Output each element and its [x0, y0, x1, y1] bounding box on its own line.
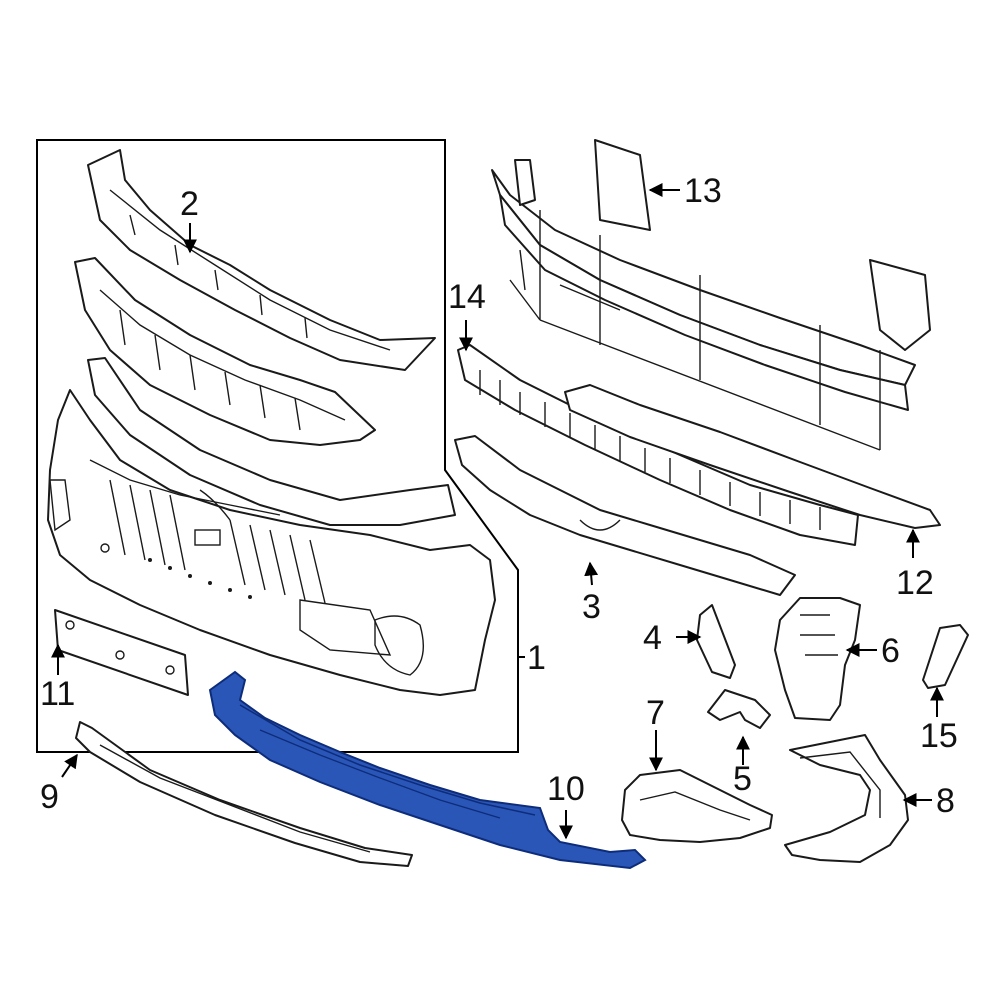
- callout-8: 8: [936, 782, 955, 820]
- callout-9: 9: [40, 778, 59, 816]
- callout-12: 12: [896, 564, 934, 602]
- grille-carrier: [74, 257, 376, 446]
- callout-5: 5: [733, 760, 752, 798]
- part-6-duct: [774, 597, 861, 721]
- part-14-absorber: [457, 344, 859, 546]
- upper-trim-strip: [87, 357, 456, 526]
- callout-3: 3: [582, 588, 601, 626]
- callout-1: 1: [527, 639, 546, 677]
- part-15-seal: [922, 624, 969, 689]
- callout-labels: 1 2 3 4 5 6 7 8 9 10 11 12 13 14 15: [40, 172, 958, 820]
- part-1-bumper-cover: [47, 389, 496, 696]
- callout-15: 15: [920, 717, 958, 755]
- part-7-duct-left: [621, 769, 773, 843]
- callout-6: 6: [881, 632, 900, 670]
- part-3-grille: [454, 435, 796, 596]
- callout-leaders: [51, 183, 944, 840]
- part-4-bracket: [696, 604, 736, 679]
- part-13-reinforcement: [491, 139, 931, 451]
- part-12-lower-strip: [564, 384, 941, 529]
- callout-11: 11: [40, 675, 75, 713]
- callout-7: 7: [646, 694, 665, 732]
- callout-2: 2: [180, 185, 199, 223]
- part-10-lower-deflector: [208, 670, 647, 870]
- part-2-upper-bracket: [87, 149, 436, 371]
- callout-4: 4: [643, 619, 662, 657]
- callout-10: 10: [547, 770, 585, 808]
- callout-14: 14: [448, 278, 486, 316]
- callout-13: 13: [684, 172, 722, 210]
- part-5-clip: [707, 689, 771, 729]
- part-9-lower-trim: [75, 721, 413, 867]
- part-11-license-bracket: [54, 609, 189, 696]
- inset-box: [36, 139, 519, 753]
- part-8-duct-right: [784, 734, 909, 863]
